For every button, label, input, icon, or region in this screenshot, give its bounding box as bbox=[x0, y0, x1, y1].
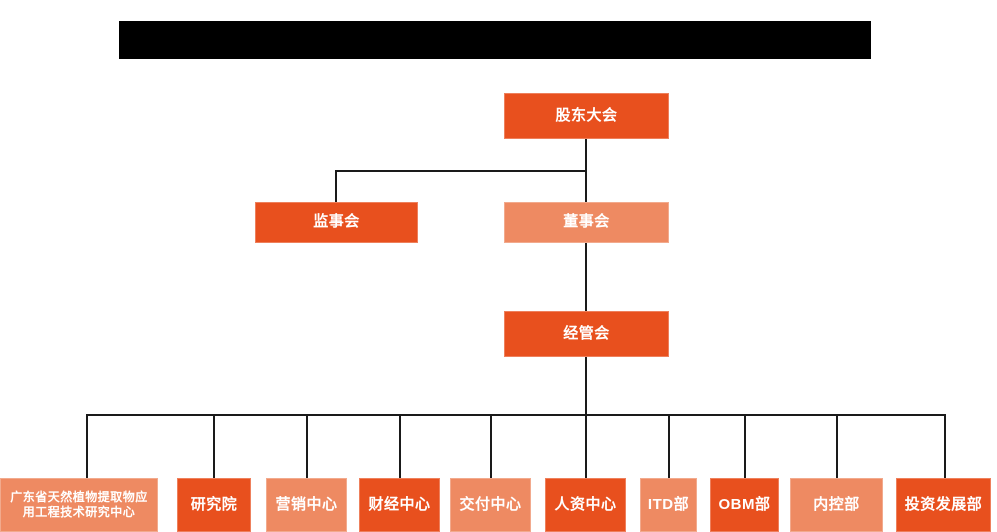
org-node-label: OBM部 bbox=[718, 495, 771, 513]
org-node-label: 广东省天然植物提取物应用工程技术研究中心 bbox=[10, 490, 148, 519]
connector-to-directors bbox=[585, 170, 587, 202]
connector-directors-to-management bbox=[585, 243, 587, 311]
connector-to-supervisors bbox=[335, 170, 337, 202]
org-node-hr-center[interactable]: 人资中心 bbox=[545, 478, 626, 532]
connector-to-gd-center bbox=[86, 414, 88, 478]
org-node-label: 股东大会 bbox=[555, 106, 618, 124]
connector-to-delivery-center bbox=[490, 414, 492, 478]
connector-to-investment-dev-dept bbox=[944, 414, 946, 478]
org-node-directors[interactable]: 董事会 bbox=[504, 202, 669, 243]
org-node-label: ITD部 bbox=[647, 495, 690, 513]
org-node-supervisors[interactable]: 监事会 bbox=[255, 202, 418, 243]
org-node-shareholders[interactable]: 股东大会 bbox=[504, 93, 669, 139]
connector-management-down bbox=[585, 357, 587, 415]
connector-shareholders-down bbox=[585, 139, 587, 171]
connector-level2-bus bbox=[335, 170, 587, 172]
org-node-marketing-center[interactable]: 营销中心 bbox=[266, 478, 347, 532]
org-node-label: 内控部 bbox=[813, 495, 860, 513]
org-node-internal-control-dept[interactable]: 内控部 bbox=[790, 478, 883, 532]
org-node-label: 财经中心 bbox=[368, 495, 431, 513]
connector-to-research-institute bbox=[213, 414, 215, 478]
org-node-label: 投资发展部 bbox=[904, 495, 983, 513]
org-node-label: 经管会 bbox=[563, 324, 610, 342]
org-node-investment-dev-dept[interactable]: 投资发展部 bbox=[896, 478, 991, 532]
org-node-research-institute[interactable]: 研究院 bbox=[177, 478, 251, 532]
org-node-label: 人资中心 bbox=[554, 495, 617, 513]
connector-to-obm-dept bbox=[744, 414, 746, 478]
org-node-label: 监事会 bbox=[313, 213, 360, 231]
org-node-label: 研究院 bbox=[190, 495, 238, 513]
org-node-label: 董事会 bbox=[563, 213, 610, 231]
connector-to-itd-dept bbox=[668, 414, 670, 478]
connector-level4-bus bbox=[86, 414, 946, 416]
org-node-label: 交付中心 bbox=[459, 495, 522, 513]
redacted-title-bar bbox=[119, 21, 871, 59]
connector-to-finance-center bbox=[399, 414, 401, 478]
org-node-management[interactable]: 经管会 bbox=[504, 311, 669, 357]
connector-to-hr-center bbox=[585, 414, 587, 478]
connector-to-marketing-center bbox=[306, 414, 308, 478]
org-node-delivery-center[interactable]: 交付中心 bbox=[450, 478, 531, 532]
org-node-gd-center[interactable]: 广东省天然植物提取物应用工程技术研究中心 bbox=[0, 478, 158, 532]
connector-to-internal-control-dept bbox=[836, 414, 838, 478]
org-node-obm-dept[interactable]: OBM部 bbox=[710, 478, 779, 532]
org-node-itd-dept[interactable]: ITD部 bbox=[640, 478, 697, 532]
org-node-label: 营销中心 bbox=[275, 495, 338, 513]
org-node-finance-center[interactable]: 财经中心 bbox=[359, 478, 440, 532]
